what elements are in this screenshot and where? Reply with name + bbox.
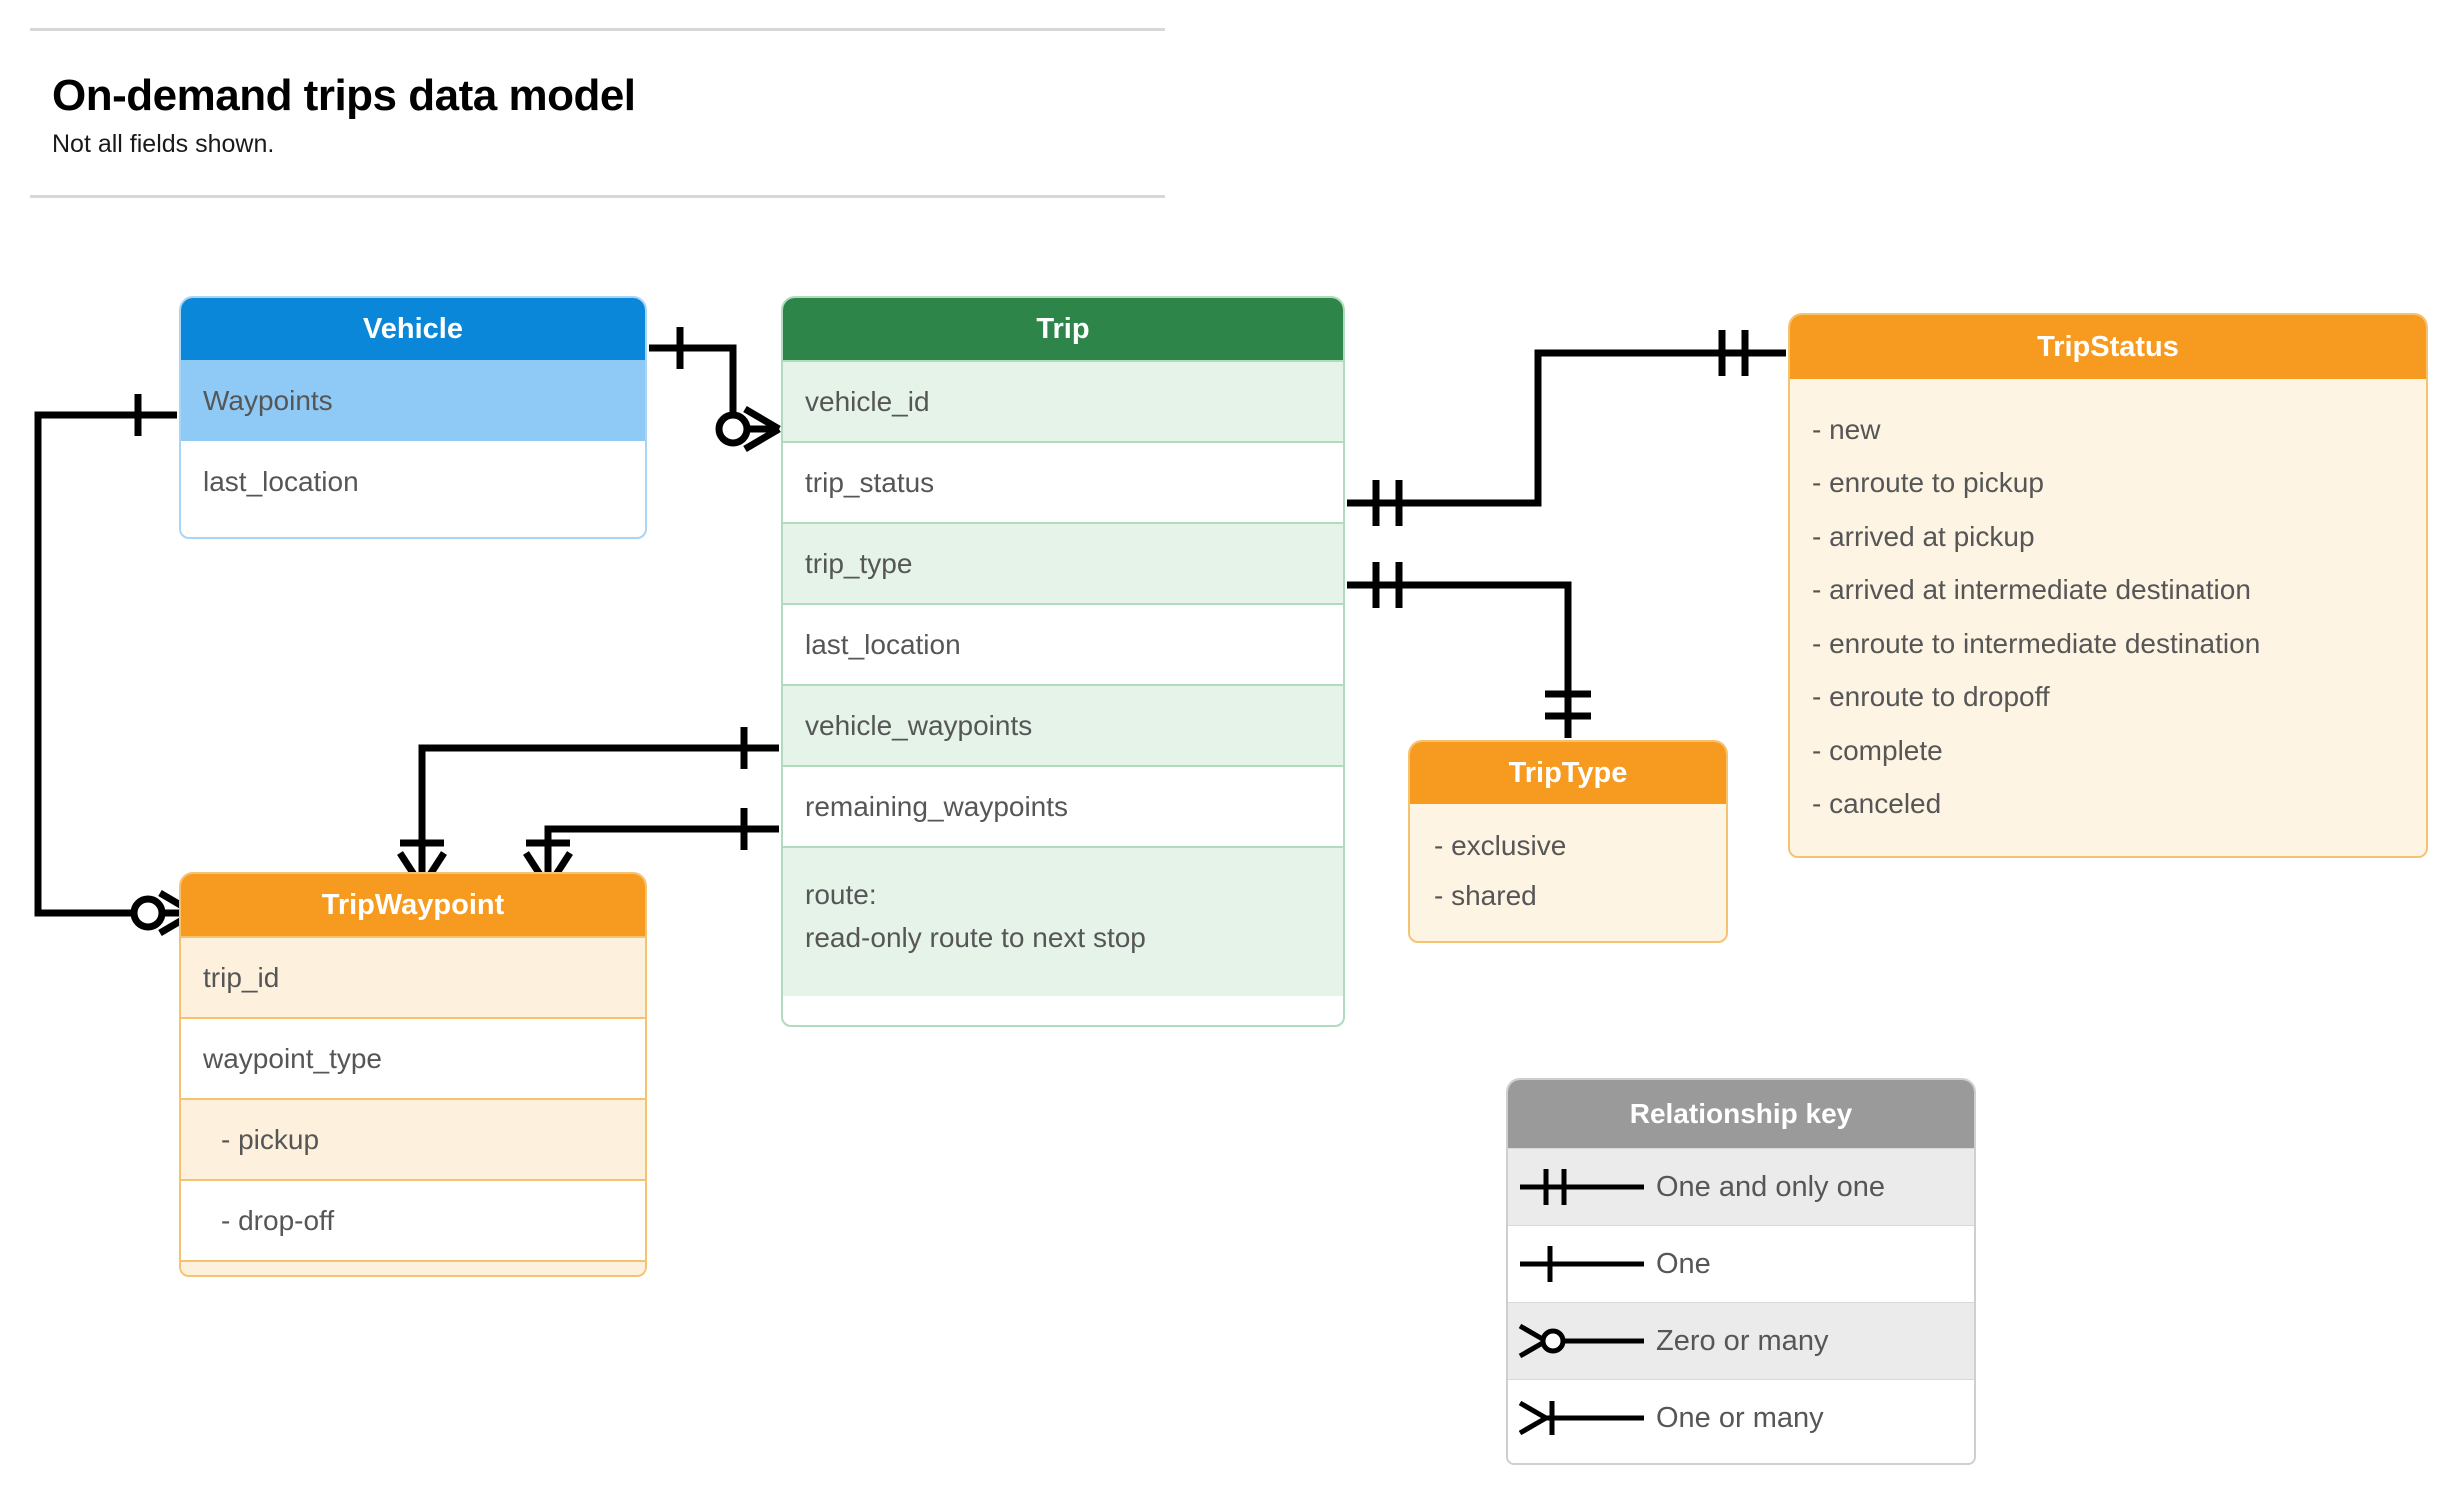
entity-triptype-title: TripType [1410, 742, 1726, 804]
legend-row-one: One [1508, 1225, 1974, 1302]
field-trip-last-location[interactable]: last_location [783, 603, 1343, 684]
entity-vehicle[interactable]: Vehicle Waypoints last_location [179, 296, 647, 539]
one-and-only-one-icon [1508, 1164, 1656, 1210]
crow-lower-trip-vehicleid [743, 425, 781, 453]
entity-triptype-body: - exclusive - shared [1410, 804, 1726, 941]
enum-tripstatus-enroute-dropoff: - enroute to dropoff [1812, 681, 2050, 713]
wire-vehiclewaypoints-to-tripwaypoint [34, 411, 177, 917]
entity-tripstatus[interactable]: TripStatus - new - enroute to pickup - a… [1788, 313, 2428, 858]
zero-or-many-icon [1508, 1318, 1656, 1364]
header-rule-bottom-wrap [30, 194, 1165, 198]
enum-triptype-exclusive: - exclusive [1434, 830, 1567, 861]
legend-label-one-and-only-one: One and only one [1656, 1170, 1885, 1203]
enum-tripstatus-enroute-intermediate: - enroute to intermediate destination [1812, 627, 2261, 659]
field-trip-vehicle-id[interactable]: vehicle_id [783, 360, 1343, 441]
zero-circle-tripwaypoint-left [130, 895, 166, 931]
enum-tripstatus-arrived-pickup: - arrived at pickup [1812, 520, 2035, 552]
entity-trip[interactable]: Trip vehicle_id trip_status trip_type la… [781, 296, 1345, 1027]
legend-title: Relationship key [1508, 1080, 1974, 1148]
entity-trip-title: Trip [783, 298, 1343, 360]
entity-tripwaypoint-body: trip_id waypoint_type - pickup - drop-of… [181, 936, 645, 1275]
relationship-key-legend[interactable]: Relationship key One and only one [1506, 1078, 1976, 1465]
header-rule-top [30, 28, 1165, 31]
enum-tripstatus-enroute-pickup: - enroute to pickup [1812, 467, 2044, 499]
header-rule-bottom [30, 194, 1165, 198]
legend-row-zero-or-many: Zero or many [1508, 1302, 1974, 1379]
enum-triptype-shared: - shared [1434, 880, 1537, 912]
field-trip-route-description: read-only route to next stop [805, 921, 1146, 953]
page-title: On-demand trips data model [52, 71, 636, 120]
one-icon [1508, 1241, 1656, 1287]
enum-tripwaypoint-intermediate[interactable]: - intermediate [181, 1260, 645, 1275]
field-trip-trip-type[interactable]: trip_type [783, 522, 1343, 603]
field-trip-remaining-waypoints[interactable]: remaining_waypoints [783, 765, 1343, 846]
wire-triptype [1347, 581, 1572, 738]
entity-tripstatus-title: TripStatus [1790, 315, 2426, 379]
field-trip-route[interactable]: route: read-only route to next stop [783, 846, 1343, 996]
enum-tripstatus-arrived-intermediate: - arrived at intermediate destination [1812, 574, 2251, 606]
legend-label-one-or-many: One or many [1656, 1401, 1824, 1434]
entity-tripstatus-body: - new - enroute to pickup - arrived at p… [1790, 379, 2426, 856]
legend-row-one-or-many: One or many [1508, 1379, 1974, 1456]
enum-tripwaypoint-dropoff[interactable]: - drop-off [181, 1179, 645, 1260]
page-subtitle: Not all fields shown. [52, 130, 275, 159]
wire-remaining-waypoints [544, 825, 779, 855]
entity-trip-body: vehicle_id trip_status trip_type last_lo… [783, 360, 1343, 996]
field-tripwaypoint-trip-id[interactable]: trip_id [181, 936, 645, 1017]
field-tripwaypoint-waypoint-type[interactable]: waypoint_type [181, 1017, 645, 1098]
entity-triptype[interactable]: TripType - exclusive - shared [1408, 740, 1728, 943]
crow-upper-trip-vehicleid [743, 405, 781, 433]
field-trip-trip-status[interactable]: trip_status [783, 441, 1343, 522]
field-vehicle-waypoints[interactable]: Waypoints [181, 360, 645, 441]
field-trip-vehicle-waypoints[interactable]: vehicle_waypoints [783, 684, 1343, 765]
legend-label-zero-or-many: Zero or many [1656, 1324, 1829, 1357]
wire-vehicle-waypoints [418, 744, 779, 855]
zero-circle-trip-vehicleid [715, 411, 751, 447]
wire-tripstatus [1347, 349, 1786, 507]
entity-tripwaypoint[interactable]: TripWaypoint trip_id waypoint_type - pic… [179, 872, 647, 1277]
field-trip-route-label: route: [805, 879, 877, 910]
wire-vehicle-to-trip [649, 344, 737, 421]
entity-vehicle-body: Waypoints last_location [181, 360, 645, 522]
document-header: On-demand trips data model Not all field… [30, 28, 1165, 198]
legend-row-one-and-only-one: One and only one [1508, 1148, 1974, 1225]
enum-tripstatus-new: - new [1812, 414, 1881, 445]
entity-tripwaypoint-title: TripWaypoint [181, 874, 645, 936]
entity-vehicle-title: Vehicle [181, 298, 645, 360]
legend-label-one: One [1656, 1247, 1711, 1280]
enum-tripstatus-complete: - complete [1812, 734, 1943, 766]
field-vehicle-last-location[interactable]: last_location [181, 441, 645, 522]
one-or-many-icon [1508, 1395, 1656, 1441]
enum-tripstatus-canceled: - canceled [1812, 788, 1942, 820]
enum-tripwaypoint-pickup[interactable]: - pickup [181, 1098, 645, 1179]
